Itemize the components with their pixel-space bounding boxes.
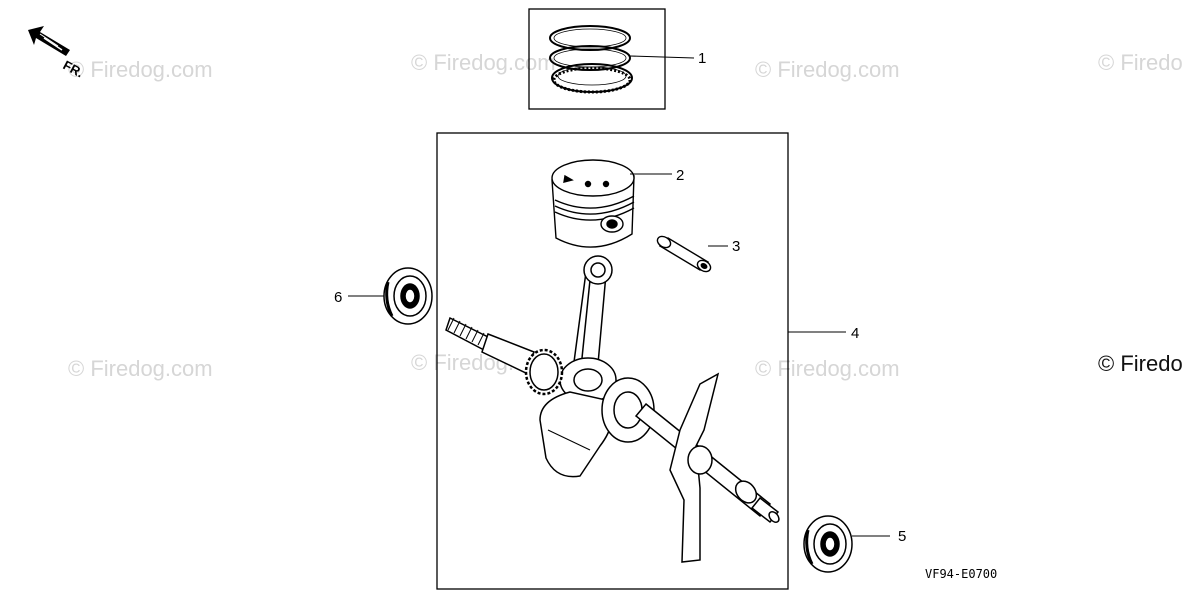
diagram-code: VF94-E0700 [925,567,997,581]
piston-ring-set [549,25,633,94]
watermark: © Firedog.com [755,356,900,381]
watermark: © Firedog.com [68,57,213,82]
ring-set-box [528,8,666,110]
oil-seal-lower [803,515,853,573]
watermark: © Firedo [1098,50,1183,75]
callout-2: 2 [676,167,684,184]
callout-3: 3 [732,238,740,255]
blade [669,372,720,563]
callout-5: 5 [898,528,906,545]
crankshaft-assembly-box [436,132,789,590]
connecting-rod [559,255,617,403]
piston [551,159,635,248]
front-arrow-icon [28,26,70,56]
watermark: © Firedog.com [755,57,900,82]
piston-pin [656,235,712,273]
callout-1: 1 [698,50,706,67]
leader-line-1 [629,55,695,59]
callout-4: 4 [851,325,859,342]
crankshaft [445,316,780,524]
callout-6: 6 [334,289,342,306]
watermark: © Firedog.com [411,50,556,75]
oil-seal-upper [383,267,433,325]
watermark: © Firedog.com [68,356,213,381]
watermark: © Firedo [1098,351,1183,376]
